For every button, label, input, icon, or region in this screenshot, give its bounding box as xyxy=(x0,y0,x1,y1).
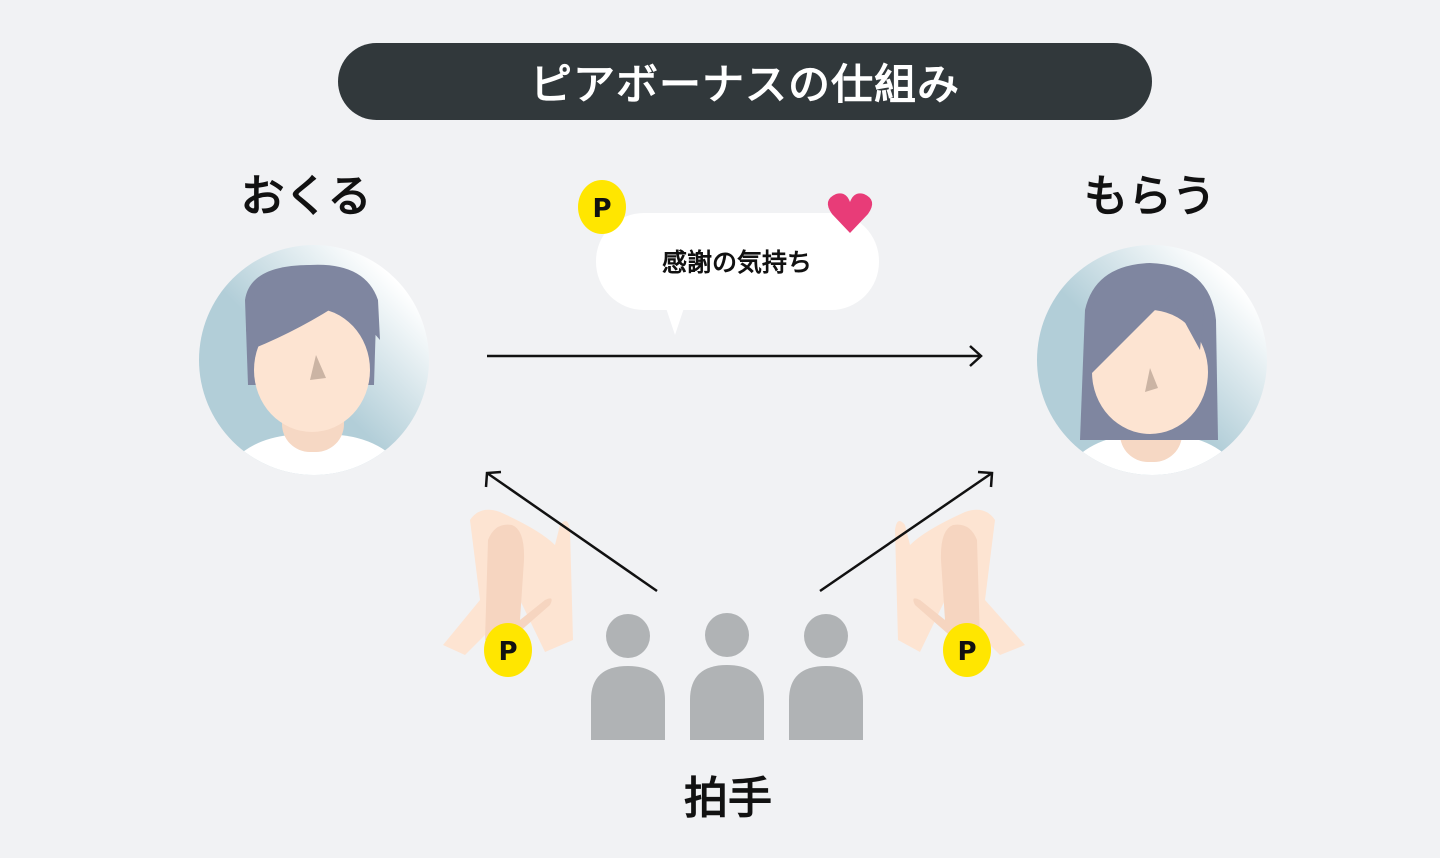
arrow-applause-to-sender xyxy=(484,470,658,593)
svg-text:P: P xyxy=(957,637,976,667)
speech-bubble xyxy=(596,213,879,335)
page-title: ピアボーナスの仕組み xyxy=(529,60,960,109)
clapping-hands-icon xyxy=(895,509,1025,655)
heart-icon xyxy=(827,193,873,233)
applause-label: 拍手 xyxy=(684,773,772,824)
svg-text:P: P xyxy=(498,637,517,667)
coin-icon: P xyxy=(578,180,626,234)
clapping-hands-icon xyxy=(443,509,573,655)
sender-avatar xyxy=(199,245,429,475)
receiver-avatar xyxy=(1037,245,1267,475)
coin-icon: P xyxy=(484,623,532,677)
title-banner: ピアボーナスの仕組み xyxy=(338,43,1152,120)
people-group-icon xyxy=(591,613,863,740)
arrow-applause-to-receiver xyxy=(819,470,994,593)
receiver-label: もらう xyxy=(1084,171,1216,222)
bubble-text: 感謝の気持ち xyxy=(661,248,813,277)
coin-icon: P xyxy=(943,623,991,677)
svg-text:P: P xyxy=(592,194,611,224)
arrow-send xyxy=(487,345,983,367)
sender-label: おくる xyxy=(240,171,372,222)
